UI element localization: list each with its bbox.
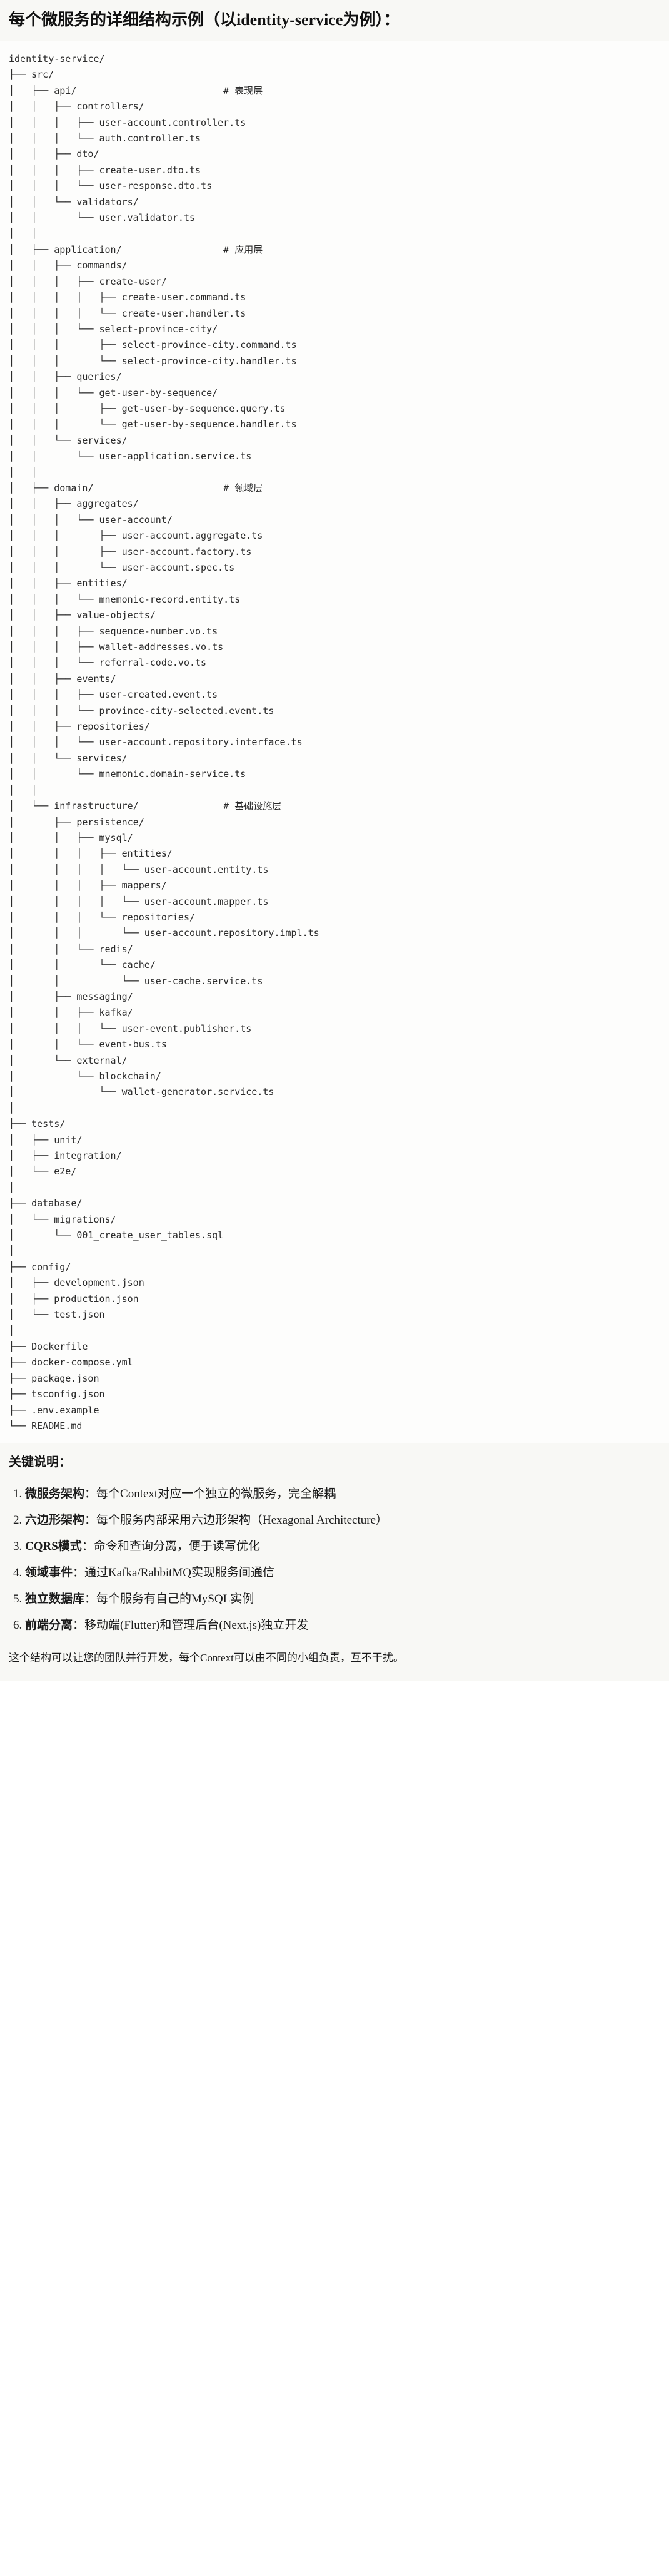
note-value: 命令和查询分离，便于读写优化 [93, 1540, 260, 1554]
title-bar: 每个微服务的详细结构示例（以identity-service为例）： [0, 0, 669, 41]
note-key: 微服务架构 [25, 1487, 85, 1501]
note-key: CQRS模式 [25, 1540, 82, 1554]
note-key: 六边形架构 [25, 1514, 85, 1527]
directory-tree-block: identity-service/ ├── src/ │ ├── api/ # … [0, 41, 669, 1444]
note-separator: ： [84, 1514, 97, 1527]
list-item: 微服务架构：每个Context对应一个独立的微服务，完全解耦 [25, 1481, 660, 1507]
list-item: 领域事件：通过Kafka/RabbitMQ实现服务间通信 [25, 1560, 660, 1586]
list-item: 独立数据库：每个服务有自己的MySQL实例 [25, 1586, 660, 1612]
note-key: 独立数据库 [25, 1592, 85, 1606]
note-separator: ： [84, 1592, 97, 1606]
page-title: 每个微服务的详细结构示例（以identity-service为例）： [9, 11, 400, 29]
key-notes-heading: 关键说明： [9, 1455, 71, 1470]
key-notes-section: 关键说明： 微服务架构：每个Context对应一个独立的微服务，完全解耦 六边形… [0, 1443, 669, 1682]
list-item: 六边形架构：每个服务内部采用六边形架构（Hexagonal Architectu… [25, 1507, 660, 1534]
note-key: 领域事件 [25, 1566, 73, 1580]
note-value: 每个Context对应一个独立的微服务，完全解耦 [96, 1487, 336, 1501]
directory-tree: identity-service/ ├── src/ │ ├── api/ # … [9, 53, 319, 1432]
page-root: 每个微服务的详细结构示例（以identity-service为例）： ident… [0, 0, 669, 1681]
note-value: 每个服务内部采用六边形架构（Hexagonal Architecture） [96, 1514, 388, 1527]
note-separator: ： [73, 1566, 85, 1580]
note-key: 前端分离 [25, 1619, 73, 1632]
list-item: CQRS模式：命令和查询分离，便于读写优化 [25, 1534, 660, 1560]
note-separator: ： [73, 1619, 85, 1632]
note-separator: ： [84, 1487, 97, 1501]
key-notes-list: 微服务架构：每个Context对应一个独立的微服务，完全解耦 六边形架构：每个服… [9, 1481, 660, 1639]
note-value: 每个服务有自己的MySQL实例 [96, 1592, 254, 1606]
note-value: 通过Kafka/RabbitMQ实现服务间通信 [84, 1566, 275, 1580]
note-separator: ： [81, 1540, 94, 1554]
closing-paragraph: 这个结构可以让您的团队并行开发，每个Context可以由不同的小组负责，互不干扰… [9, 1652, 404, 1664]
list-item: 前端分离：移动端(Flutter)和管理后台(Next.js)独立开发 [25, 1612, 660, 1639]
note-value: 移动端(Flutter)和管理后台(Next.js)独立开发 [84, 1619, 309, 1632]
